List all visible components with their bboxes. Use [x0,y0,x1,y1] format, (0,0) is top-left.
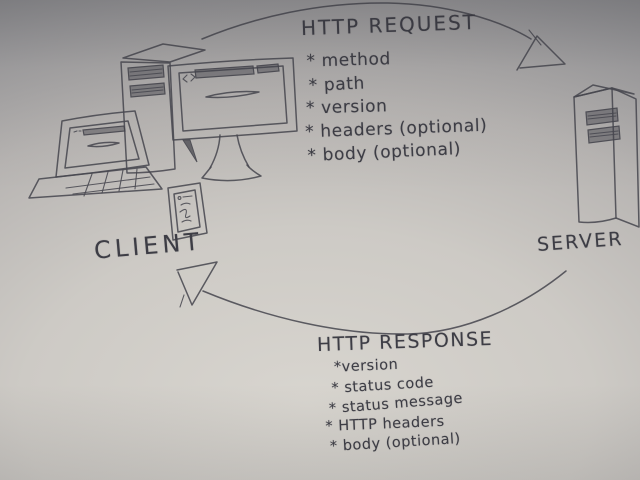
address-bar-scribble [194,65,255,79]
request-arrow-icon [201,2,566,71]
smartphone-icon [167,182,208,241]
desktop-tower-icon [120,43,206,174]
http-response-list: *version * status code * status message … [323,355,465,457]
keyboard-lines [65,176,155,195]
response-arrow-icon [176,261,567,335]
monitor-icon [167,57,298,182]
code-icon [182,73,196,83]
server-tower-icon [573,84,640,228]
laptop-icon [28,110,163,199]
http-request-list: * method * path * version * headers (opt… [304,48,488,166]
